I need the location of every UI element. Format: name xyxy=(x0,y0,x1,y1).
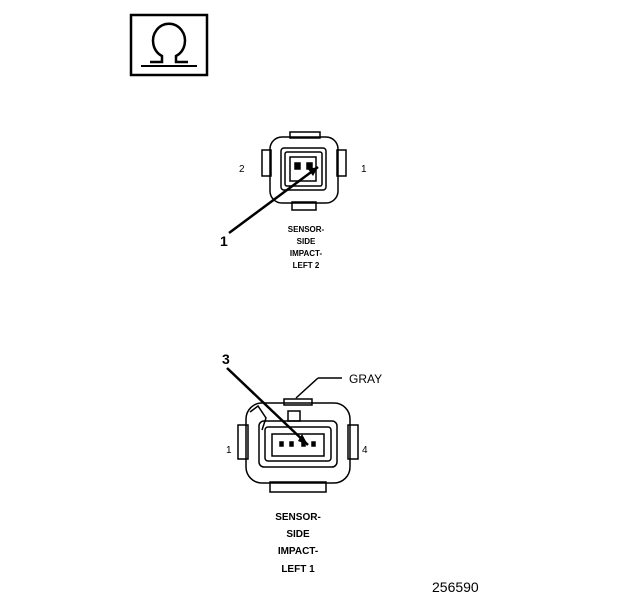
connector-bottom-callout-arrowhead xyxy=(298,434,308,445)
ohm-symbol-icon xyxy=(129,13,209,77)
wire-color-label: GRAY xyxy=(349,372,382,386)
connector-bottom-label-line-1: SENSOR- xyxy=(275,512,321,523)
connector-bottom-pin-right: 4 xyxy=(362,445,368,456)
connector-top-pin-left: 2 xyxy=(239,164,245,175)
connector-top-label-line-2: SIDE xyxy=(297,237,316,246)
connector-bottom-body xyxy=(237,398,359,493)
connector-bottom-pin-left: 1 xyxy=(226,445,232,456)
connector-bottom-label-line-4: LEFT 1 xyxy=(281,564,315,575)
connector-top-label-line-3: IMPACT- xyxy=(290,249,323,258)
connector-top-callout: 1 xyxy=(220,233,228,249)
connector-bottom-callout: 3 xyxy=(222,351,230,367)
connector-bottom-callout-leader xyxy=(226,367,309,446)
connector-bottom-label-line-2: SIDE xyxy=(286,529,310,540)
connector-top-body xyxy=(261,131,347,211)
connector-top-label-line-1: SENSOR- xyxy=(288,225,325,234)
connector-top-label-line-4: LEFT 2 xyxy=(293,261,320,270)
connector-top-pin-right: 1 xyxy=(361,164,367,175)
gray-wire-leader xyxy=(295,377,319,399)
connector-top-callout-leader xyxy=(228,165,319,235)
connector-bottom-label-line-3: IMPACT- xyxy=(278,546,318,557)
figure-number: 256590 xyxy=(432,579,479,595)
connector-top-callout-arrowhead xyxy=(308,167,318,176)
